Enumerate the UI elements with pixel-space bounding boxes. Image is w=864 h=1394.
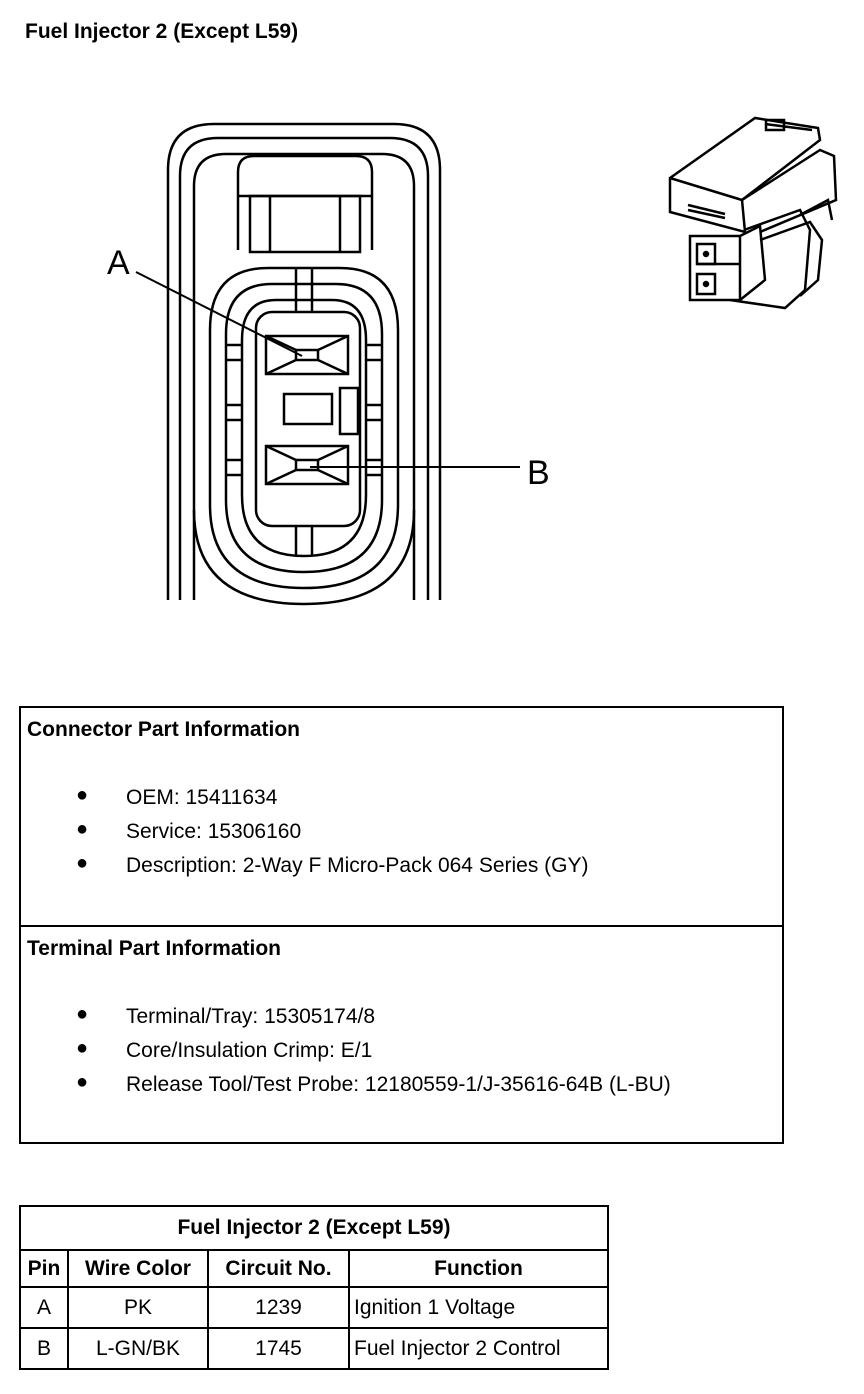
- housing-outer: [166, 122, 442, 600]
- terminal-part-info: Terminal Part Information ●Terminal/Tray…: [27, 937, 671, 1096]
- page-title: Fuel Injector 2 (Except L59): [25, 20, 299, 43]
- leader-line-a: [135, 271, 303, 357]
- face-ring-2: [224, 282, 384, 574]
- face-ring-1: [208, 266, 400, 590]
- table-cell: Fuel Injector 2 Control: [348, 1327, 609, 1370]
- terminal-a: [264, 334, 350, 376]
- table-cell: A: [19, 1286, 69, 1329]
- terminal-info-heading: Terminal Part Information: [27, 937, 281, 960]
- table-header-row: Pin Wire Color Circuit No. Function: [19, 1249, 609, 1288]
- column-header: Circuit No.: [207, 1249, 350, 1288]
- bullet-icon: ●: [76, 1003, 89, 1025]
- table-row: A PK 1239 Ignition 1 Voltage: [19, 1286, 609, 1329]
- bullet-icon: ●: [76, 784, 89, 806]
- face-ring-3: [240, 298, 368, 558]
- bullet-icon: ●: [76, 852, 89, 874]
- pin-table-caption: Fuel Injector 2 (Except L59): [19, 1205, 609, 1251]
- table-row: B L-GN/BK 1745 Fuel Injector 2 Control: [19, 1327, 609, 1370]
- center-key: [282, 392, 334, 426]
- latch: [236, 154, 374, 250]
- pin-table: Fuel Injector 2 (Except L59) Pin Wire Co…: [19, 1205, 609, 1370]
- bullet-icon: ●: [76, 1071, 89, 1093]
- column-header: Pin: [19, 1249, 69, 1288]
- terminal-b: [264, 444, 350, 486]
- table-cell: Ignition 1 Voltage: [348, 1286, 609, 1329]
- pin-label-b: B: [527, 454, 550, 492]
- table-cell: B: [19, 1327, 69, 1370]
- column-header: Wire Color: [67, 1249, 209, 1288]
- bullet-icon: ●: [76, 818, 89, 840]
- table-cell: L-GN/BK: [67, 1327, 209, 1370]
- table-cell: 1745: [207, 1327, 350, 1370]
- part-information-box: Connector Part Information ●OEM: 1541163…: [19, 706, 784, 1144]
- housing-inner-1: [178, 136, 430, 600]
- pin-label-a: A: [107, 244, 130, 282]
- connector-isometric-view: [668, 116, 838, 310]
- column-header: Function: [348, 1249, 609, 1288]
- connector-info-heading: Connector Part Information: [27, 718, 301, 741]
- bullet-icon: ●: [76, 1037, 89, 1059]
- connector-part-info: Connector Part Information ●OEM: 1541163…: [21, 708, 782, 927]
- terminal-cavity: [254, 310, 362, 528]
- table-cell: 1239: [207, 1286, 350, 1329]
- housing-inner-2: [192, 152, 416, 600]
- table-cell: PK: [67, 1286, 209, 1329]
- connector-face-view: [135, 122, 520, 606]
